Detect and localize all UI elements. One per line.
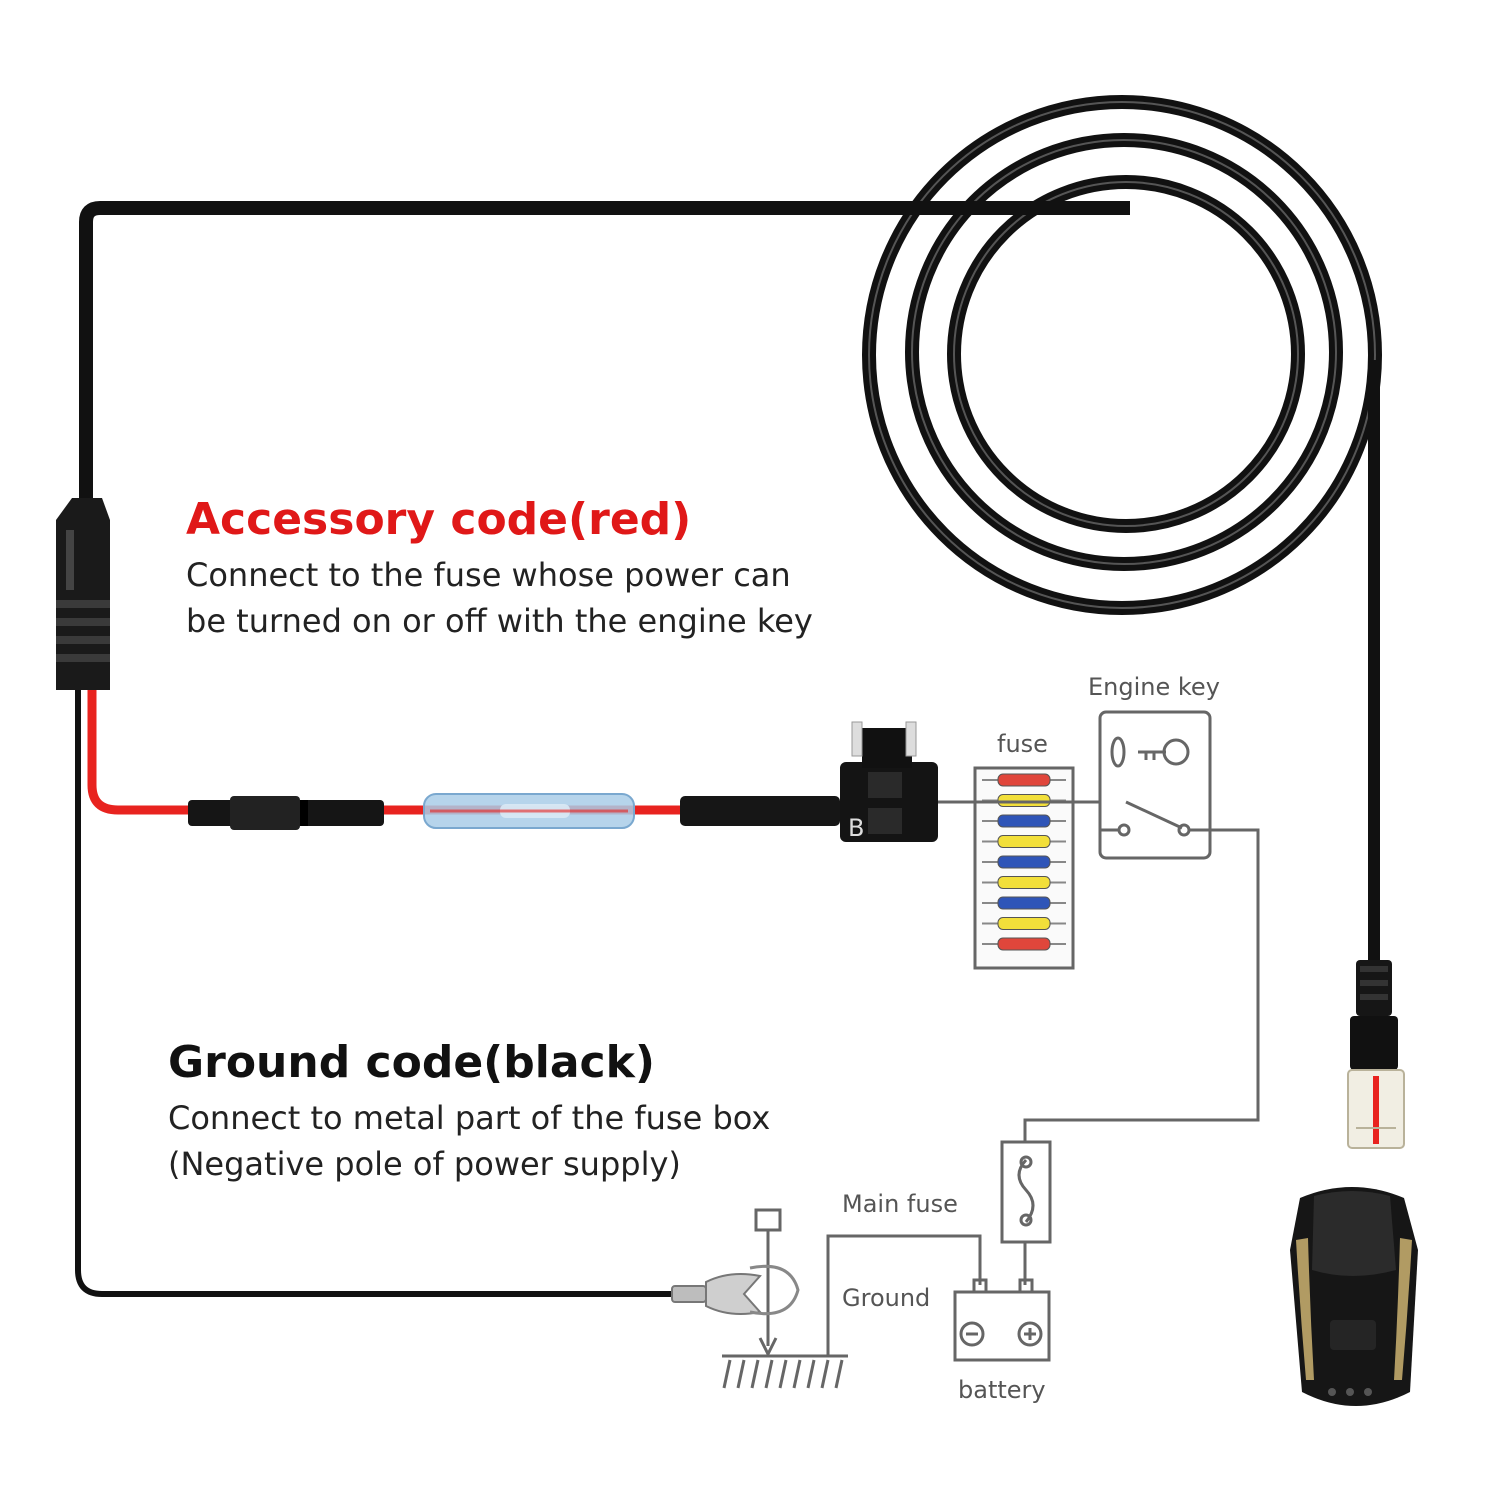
fuse-label: fuse	[997, 730, 1048, 758]
battery	[953, 1278, 1051, 1362]
ground-description: Connect to metal part of the fuse box (N…	[168, 1095, 770, 1187]
ground-label: Ground	[842, 1284, 931, 1312]
cable-coil	[862, 95, 1382, 615]
main-fuse	[1000, 1140, 1052, 1244]
ground-symbol	[722, 1354, 848, 1389]
butt-connector	[423, 793, 635, 829]
accessory-title: Accessory code(red)	[186, 494, 692, 545]
cable-coil-highlight	[868, 101, 1376, 609]
main-fuse-label: Main fuse	[842, 1190, 958, 1218]
fuse-row	[982, 773, 1066, 787]
fuse-row	[982, 876, 1066, 889]
fuse-box	[973, 766, 1075, 970]
accessory-description: Connect to the fuse whose power can be t…	[186, 552, 813, 644]
svg-text:B: B	[848, 814, 864, 842]
fuse-row	[982, 896, 1066, 910]
ground-wire	[75, 690, 680, 1297]
rj-plug	[1347, 960, 1405, 1149]
accessory-line-1: Connect to the fuse whose power can	[186, 556, 791, 594]
red-wire	[87, 690, 690, 815]
ground-line-1: Connect to metal part of the fuse box	[168, 1099, 771, 1137]
engine-key-label: Engine key	[1088, 673, 1220, 701]
ring-terminal	[671, 1273, 762, 1315]
ground-line-2: (Negative pole of power supply)	[168, 1145, 681, 1183]
fuse-row	[982, 917, 1066, 930]
inline-fuse-holder	[188, 796, 384, 830]
ground-bolt	[749, 1208, 800, 1358]
black-cable-top	[79, 201, 1130, 498]
battery-label: battery	[958, 1376, 1046, 1404]
fuse-row	[982, 814, 1066, 828]
fuse-row	[982, 835, 1066, 848]
radar-device	[1290, 1187, 1418, 1406]
fuse-row	[982, 937, 1066, 951]
fuse-tap: B	[680, 721, 938, 842]
accessory-line-2: be turned on or off with the engine key	[186, 602, 813, 640]
fuse-row	[982, 855, 1066, 869]
ground-title: Ground code(black)	[168, 1037, 655, 1088]
engine-key-switch	[1098, 710, 1212, 860]
splitter-connector	[56, 498, 110, 690]
